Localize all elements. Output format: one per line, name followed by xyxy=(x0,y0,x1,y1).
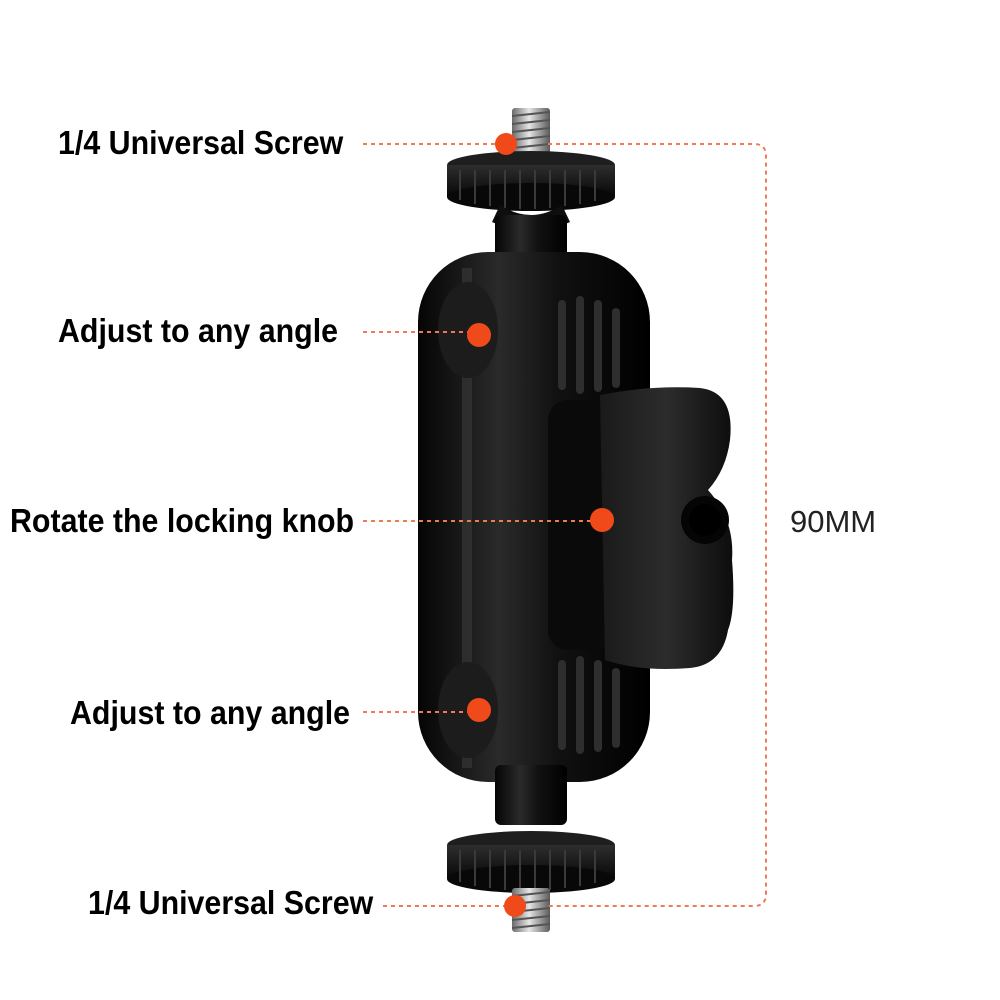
callout-dot-top-angle xyxy=(467,323,491,347)
callout-dot-top-screw xyxy=(495,133,517,155)
top-thumb-nut xyxy=(447,151,615,231)
top-screw xyxy=(511,108,551,160)
callout-dots xyxy=(467,133,614,917)
arm-body xyxy=(418,252,650,782)
label-top-screw: 1/4 Universal Screw xyxy=(58,124,344,161)
label-bottom-screw: 1/4 Universal Screw xyxy=(88,884,374,921)
dimension-label: 90MM xyxy=(790,504,877,539)
callout-dot-bottom-angle xyxy=(467,698,491,722)
label-locking-knob: Rotate the locking knob xyxy=(10,502,355,539)
leader-lines xyxy=(363,143,767,907)
label-bottom-angle: Adjust to any angle xyxy=(70,694,351,731)
bottom-thumb-nut xyxy=(447,831,615,893)
locking-knob xyxy=(600,387,734,669)
callout-dot-bottom-screw xyxy=(504,895,526,917)
label-top-angle: Adjust to any angle xyxy=(58,312,339,349)
callout-dot-knob xyxy=(590,508,614,532)
